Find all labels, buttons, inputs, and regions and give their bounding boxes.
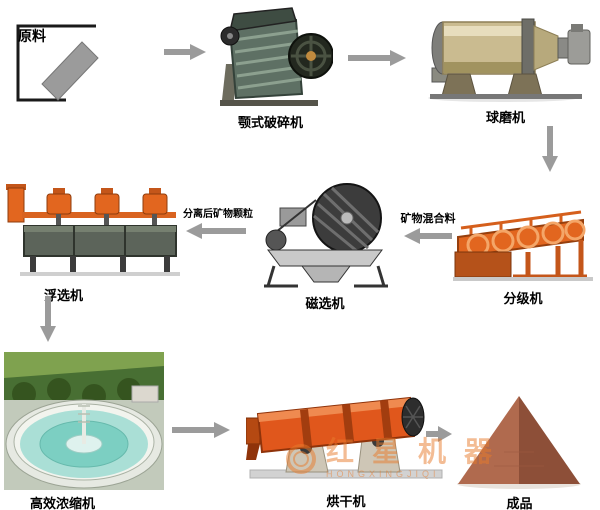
flotation-label: 浮选机 <box>44 288 84 303</box>
product-label: 成品 <box>506 496 533 510</box>
watermark-subtext: HONGXINGJIQI <box>326 469 440 479</box>
dryer-label: 烘干机 <box>326 494 366 509</box>
product-pile-illustration <box>457 396 581 489</box>
jaw-crusher-label: 颚式破碎机 <box>237 115 303 130</box>
arrow-mill-to-classifier <box>540 126 560 174</box>
raw-material-chute-icon <box>16 24 99 102</box>
magnetic-separator-node: 磁选机 <box>250 178 400 312</box>
ball-mill-node: 球磨机 <box>418 4 593 126</box>
arrow-thickener-to-dryer <box>172 420 232 440</box>
thickener-node: 高效浓缩机 <box>4 352 164 510</box>
annotation-separated-particles: 分离后矿物颗粒 <box>183 209 253 220</box>
arrow-magnetic-to-flotation <box>184 221 246 241</box>
watermark: 红星机器 HONGXINGJIQI <box>286 438 510 479</box>
watermark-logo-icon <box>286 443 316 474</box>
arrow-classifier-to-magnetic <box>402 226 452 246</box>
ball-mill-label: 球磨机 <box>485 110 525 125</box>
flotation-node: 浮选机 <box>4 182 184 304</box>
flotation-illustration <box>6 184 180 276</box>
arrow-raw-to-crusher <box>164 42 208 62</box>
jaw-crusher-illustration <box>220 7 333 106</box>
thickener-label: 高效浓缩机 <box>30 496 96 510</box>
dryer-illustration <box>246 396 443 479</box>
arrow-crusher-to-mill <box>348 48 408 68</box>
dryer-node: 烘干机 <box>246 366 446 510</box>
magnetic-separator-label: 磁选机 <box>305 296 345 311</box>
thickener-illustration <box>4 352 164 490</box>
magnetic-separator-illustration <box>264 183 388 288</box>
jaw-crusher-node: 颚式破碎机 <box>208 4 333 131</box>
classifier-node: 分级机 <box>453 182 593 307</box>
annotation-mineral-mixture: 矿物混合料 <box>400 213 456 225</box>
ball-mill-illustration <box>428 18 591 102</box>
raw-material-node: 原料 <box>8 14 103 102</box>
product-node: 成品 <box>452 390 587 510</box>
classifier-label: 分级机 <box>503 291 543 306</box>
raw-material-label: 原料 <box>18 28 46 44</box>
arrow-dryer-to-product <box>426 424 454 444</box>
classifier-illustration <box>453 210 593 281</box>
arrow-flotation-to-thickener <box>38 296 58 344</box>
watermark-text: 红星机器 <box>326 436 511 467</box>
